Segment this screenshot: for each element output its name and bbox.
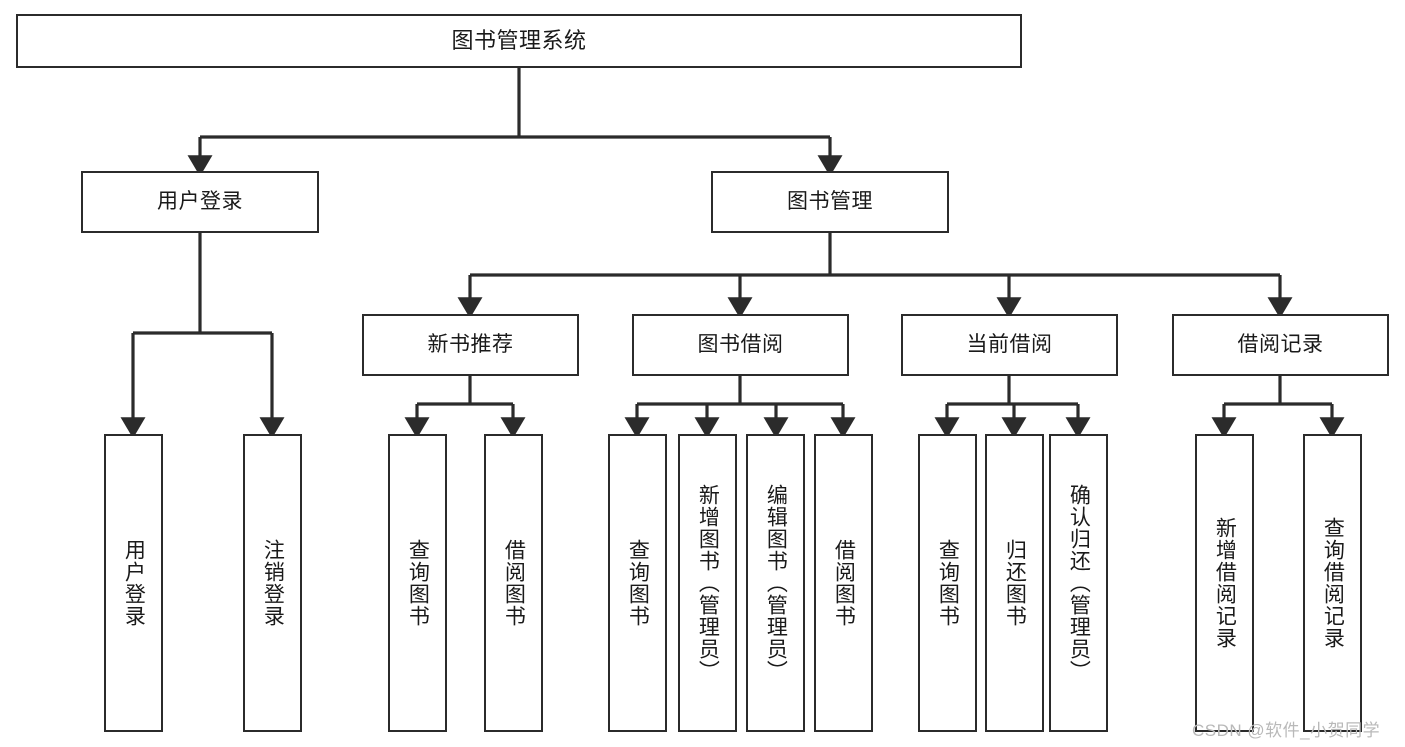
node-leaf-return-book[interactable]: 归还图书 xyxy=(985,434,1044,732)
node-leaf-logout[interactable]: 注销登录 xyxy=(243,434,302,732)
node-current-borrow[interactable]: 当前借阅 xyxy=(901,314,1118,376)
node-leaf-query-record-label: 查询借阅记录 xyxy=(1321,517,1345,649)
node-new-book-rec-label: 新书推荐 xyxy=(427,332,514,356)
node-leaf-query-book-3[interactable]: 查询图书 xyxy=(918,434,977,732)
node-leaf-query-record[interactable]: 查询借阅记录 xyxy=(1303,434,1362,732)
node-leaf-add-book-label: 新增图书（管理员） xyxy=(696,484,720,682)
node-leaf-add-book[interactable]: 新增图书（管理员） xyxy=(678,434,737,732)
node-leaf-query-book-3-label: 查询图书 xyxy=(936,539,960,627)
edges-borrow-record xyxy=(1211,376,1345,439)
node-borrow-record-label: 借阅记录 xyxy=(1237,332,1324,356)
node-leaf-return-book-label: 归还图书 xyxy=(1003,539,1027,627)
node-leaf-add-record-label: 新增借阅记录 xyxy=(1213,517,1237,649)
node-leaf-query-book-2-label: 查询图书 xyxy=(626,539,650,627)
node-new-book-rec[interactable]: 新书推荐 xyxy=(362,314,579,376)
node-leaf-edit-book-label: 编辑图书（管理员） xyxy=(764,484,788,682)
node-user-login-label: 用户登录 xyxy=(157,189,243,213)
node-book-admin-label: 图书管理 xyxy=(787,189,873,213)
node-leaf-query-book-2[interactable]: 查询图书 xyxy=(608,434,667,732)
node-leaf-query-book-1-label: 查询图书 xyxy=(406,539,430,627)
edges-book-borrow xyxy=(624,376,856,439)
node-current-borrow-label: 当前借阅 xyxy=(966,332,1053,356)
node-leaf-logout-label: 注销登录 xyxy=(261,539,285,627)
node-leaf-confirm-return-label: 确认归还（管理员） xyxy=(1067,484,1091,682)
node-user-login[interactable]: 用户登录 xyxy=(81,171,319,233)
node-leaf-borrow-book-1-label: 借阅图书 xyxy=(502,539,526,627)
node-leaf-add-record[interactable]: 新增借阅记录 xyxy=(1195,434,1254,732)
node-leaf-borrow-book-1[interactable]: 借阅图书 xyxy=(484,434,543,732)
node-leaf-user-login-label: 用户登录 xyxy=(122,539,146,627)
node-leaf-borrow-book-2-label: 借阅图书 xyxy=(832,539,856,627)
edges-level1 xyxy=(187,68,843,177)
edges-user-login xyxy=(120,233,285,439)
node-leaf-confirm-return[interactable]: 确认归还（管理员） xyxy=(1049,434,1108,732)
node-borrow-record[interactable]: 借阅记录 xyxy=(1172,314,1389,376)
node-book-admin[interactable]: 图书管理 xyxy=(711,171,949,233)
node-leaf-edit-book[interactable]: 编辑图书（管理员） xyxy=(746,434,805,732)
node-book-borrow[interactable]: 图书借阅 xyxy=(632,314,849,376)
edges-current-borrow xyxy=(934,376,1091,439)
node-root[interactable]: 图书管理系统 xyxy=(16,14,1022,68)
node-leaf-query-book-1[interactable]: 查询图书 xyxy=(388,434,447,732)
node-leaf-user-login[interactable]: 用户登录 xyxy=(104,434,163,732)
edges-new-book-rec xyxy=(404,376,526,439)
node-leaf-borrow-book-2[interactable]: 借阅图书 xyxy=(814,434,873,732)
node-root-label: 图书管理系统 xyxy=(451,28,587,54)
edges-book-admin xyxy=(457,233,1293,319)
node-book-borrow-label: 图书借阅 xyxy=(697,332,784,356)
